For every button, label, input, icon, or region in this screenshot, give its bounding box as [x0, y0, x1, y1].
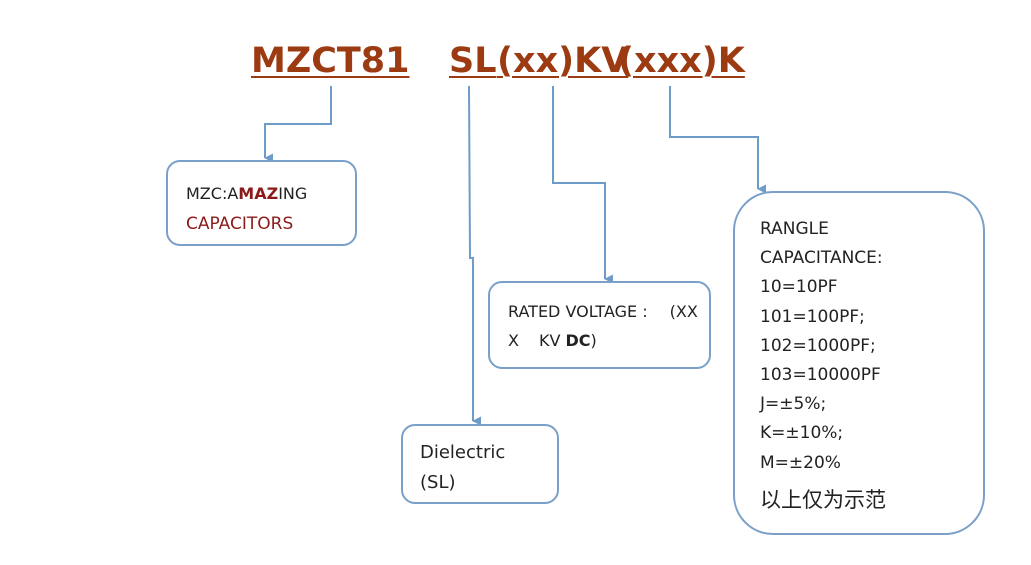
brand-line-1: MZC:AMAZING — [186, 184, 308, 203]
capacitance-line: RANGLE — [760, 219, 829, 239]
connector-voltage — [552, 86, 614, 284]
capacitance-line: CAPACITANCE: — [760, 248, 883, 269]
capacitance-line: 101=100PF; — [760, 306, 865, 327]
dielectric-box: Dielectric (SL) — [401, 424, 559, 504]
dielectric-line-2: (SL) — [420, 472, 456, 493]
code-model: MZCT81 — [251, 41, 410, 81]
connector-capacitance — [669, 86, 767, 194]
connector-dielectric — [468, 85, 482, 426]
connector-model — [264, 86, 332, 163]
brand-line-2: CAPACITORS — [186, 214, 294, 234]
capacitance-line: 102=1000PF; — [760, 335, 876, 356]
capacitance-line: K=±10%; — [760, 423, 844, 444]
brand-box: MZC:AMAZING CAPACITORS — [166, 160, 357, 246]
code-voltage: (xx)KV — [497, 41, 629, 81]
capacitance-line: 103=10000PF — [760, 365, 881, 386]
brand-highlight: MAZ — [238, 184, 279, 203]
capacitance-line: J=±5%; — [760, 394, 827, 415]
voltage-line-1: RATED VOLTAGE :(XX — [508, 302, 698, 321]
capacitance-box: RANGLE CAPACITANCE: 10=10PF 101=100PF; 1… — [733, 191, 985, 535]
dielectric-line-1: Dielectric — [420, 442, 506, 463]
capacitance-line: M=±20% — [760, 452, 841, 473]
capacitance-line: 10=10PF — [760, 277, 838, 298]
code-dielectric: SL — [449, 41, 497, 81]
capacitance-note: 以上仅为示范 — [760, 487, 886, 512]
code-capacitance: (xxx)K — [618, 41, 745, 81]
